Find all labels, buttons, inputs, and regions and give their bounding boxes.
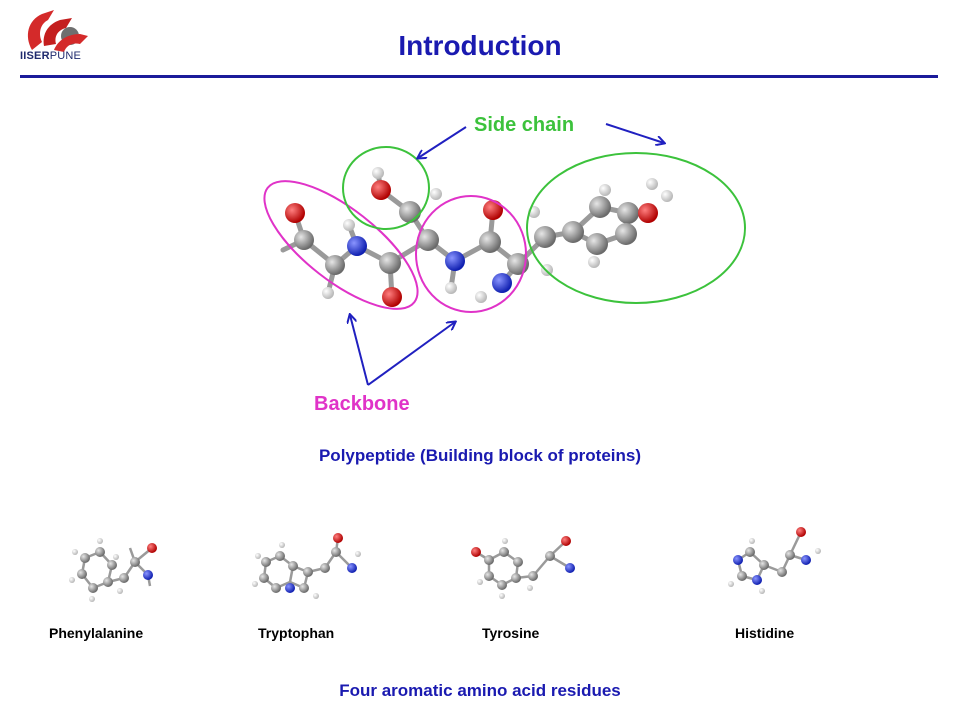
tyrosine-molecule <box>471 536 575 599</box>
carbon-atom <box>534 226 556 248</box>
logo-text: IISERPUNE <box>20 50 81 62</box>
logo-text-bold: IISER <box>20 50 50 62</box>
amino-acid-name-tyrosine: Tyrosine <box>482 625 540 641</box>
side-chain-label: Side chain <box>474 114 575 136</box>
title-divider <box>20 75 938 78</box>
polypeptide-atoms <box>285 167 673 307</box>
side-chain-arrow-right <box>605 123 664 143</box>
backbone-ellipse-2 <box>415 195 527 313</box>
hydrogen-atom <box>661 190 673 202</box>
amino-acid-name-histidine: Histidine <box>735 625 795 641</box>
hydrogen-atom <box>599 184 611 196</box>
oxygen-atom <box>371 180 391 200</box>
carbon-atom <box>417 229 439 251</box>
carbon-atom <box>325 255 345 275</box>
hydrogen-atom <box>430 188 442 200</box>
carbon-atom <box>294 230 314 250</box>
residues-caption: Four aromatic amino acid residues <box>339 681 621 700</box>
hydrogen-atom <box>322 287 334 299</box>
side-chain-ellipse-2 <box>526 152 746 304</box>
hydrogen-atom <box>372 167 384 179</box>
side-chain-arrow-left <box>418 126 467 158</box>
oxygen-atom <box>285 203 305 223</box>
hydrogen-atom <box>343 219 355 231</box>
histidine-molecule <box>728 527 821 594</box>
hydrogen-atom <box>445 282 457 294</box>
nitrogen-atom <box>492 273 512 293</box>
page-title: Introduction <box>398 30 562 61</box>
backbone-ellipse-1 <box>263 180 419 310</box>
oxygen-atom <box>382 287 402 307</box>
backbone-arrow-left <box>350 315 369 386</box>
side-chain-ellipse-1 <box>342 146 430 230</box>
phenylalanine-molecule <box>69 538 157 602</box>
carbon-atom <box>562 221 584 243</box>
backbone-arrow-right <box>367 322 455 386</box>
carbon-atom <box>379 252 401 274</box>
carbon-atom <box>479 231 501 253</box>
carbon-atom <box>589 196 611 218</box>
carbon-atom <box>586 233 608 255</box>
nitrogen-atom <box>347 236 367 256</box>
carbon-atom <box>615 223 637 245</box>
carbon-atom <box>617 202 639 224</box>
hydrogen-atom <box>646 178 658 190</box>
oxygen-atom <box>483 200 503 220</box>
hydrogen-atom <box>588 256 600 268</box>
oxygen-atom <box>638 203 658 223</box>
backbone-label: Backbone <box>314 393 410 415</box>
logo-text-light: PUNE <box>49 50 82 62</box>
polypeptide-caption: Polypeptide (Building block of proteins) <box>318 446 642 465</box>
tryptophan-molecule <box>252 533 361 599</box>
amino-acid-name-phenylalanine: Phenylalanine <box>49 625 144 641</box>
amino-acid-name-tryptophan: Tryptophan <box>258 625 335 641</box>
hydrogen-atom <box>475 291 487 303</box>
nitrogen-atom <box>445 251 465 271</box>
carbon-atom <box>399 201 421 223</box>
iiser-pune-logo <box>27 10 88 52</box>
